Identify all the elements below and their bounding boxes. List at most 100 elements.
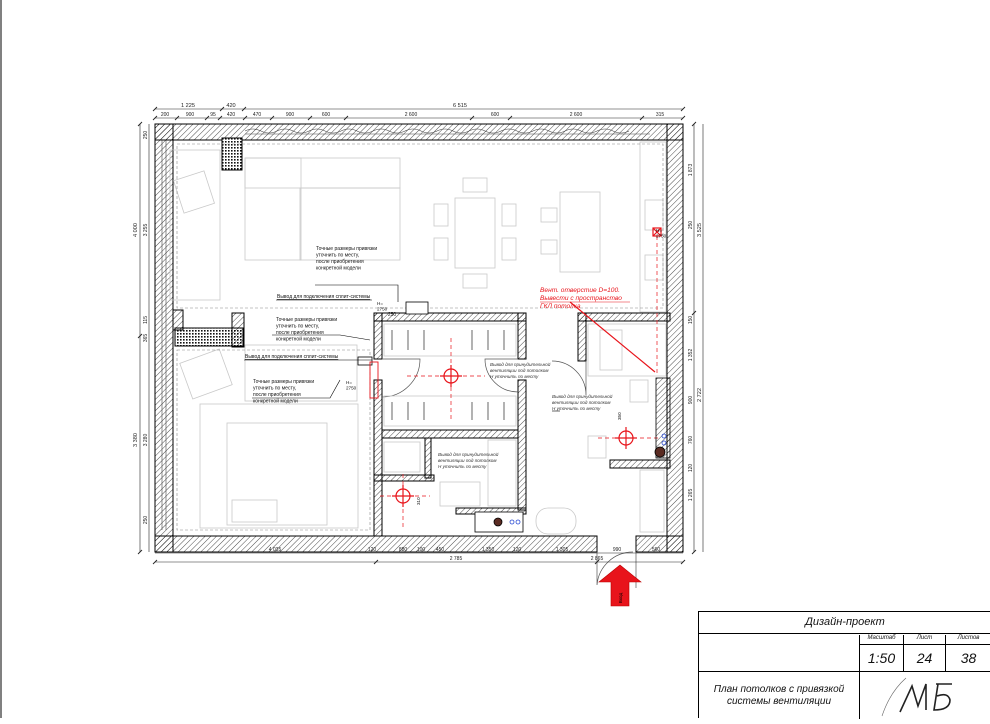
dim-top-outer: 420 — [226, 103, 235, 109]
dim-left-outer: 3 380 — [133, 433, 139, 447]
note-exact-3: уточнить по месту, — [253, 386, 296, 392]
h-tag-3: 2750 — [656, 234, 667, 239]
furniture — [169, 141, 667, 535]
stamp-sheet-label: Лист — [903, 635, 945, 646]
vent-pipe-kitchen — [569, 227, 662, 376]
wardrobe-ticks — [391, 330, 505, 420]
h-tag-2: 2750 — [346, 386, 357, 391]
dim-right-inner: 760 — [688, 436, 694, 445]
dim-right-inner: 150 — [688, 316, 694, 325]
stamp-row-values: 1:50 24 38 — [699, 645, 990, 672]
vent-point-bath — [598, 427, 660, 449]
dim-right-inner: 1 352 — [688, 349, 694, 362]
split-label-1: Вывод для подключения сплит-системы — [277, 294, 371, 300]
dim-left-inner: 115 — [143, 316, 149, 324]
stamp-project: Дизайн-проект — [805, 616, 885, 628]
dim-right-inner: 900 — [688, 396, 694, 405]
dim-right-outer: 3 525 — [697, 223, 703, 237]
dim-top-inner: 600 — [322, 112, 331, 118]
dim-top-inner: 95 — [210, 112, 216, 118]
dim-top-inner: 900 — [286, 112, 295, 118]
forced-vent-2: Вывод для принудительной — [552, 393, 613, 399]
vent-points — [380, 227, 662, 528]
note-exact-2: после приобретения — [276, 330, 324, 336]
windows — [161, 128, 650, 530]
vent-red-label: ГКЛ потолка — [540, 303, 581, 310]
note-exact-1: после приобретения — [316, 259, 364, 265]
stamp-sheets: 38 — [945, 645, 990, 672]
dim-left-outer: 4 000 — [133, 223, 139, 237]
vent-point-hall — [407, 338, 485, 420]
stamp-title: План потолков с привязкой системы вентил… — [699, 684, 859, 708]
dim-top-inner: 420 — [227, 112, 236, 118]
dim-bottom-inner: 120 — [368, 547, 377, 553]
vent-red-label: Вент. отверстие D=100. — [540, 287, 620, 294]
dim-right-inner: 250 — [688, 221, 694, 230]
dim-bottom-inner: 450 — [436, 547, 445, 553]
dim-top-outer: 1 225 — [181, 103, 195, 109]
note-exact-1: Точные размеры привязки — [316, 246, 377, 252]
forced-vent-1: Вывод для принудительной — [490, 361, 551, 367]
stamp-title-line-2: системы вентиляции — [726, 696, 832, 707]
note-exact-2: Точные размеры привязки — [276, 317, 337, 323]
stamp-signature — [859, 672, 990, 719]
dimension-lines — [137, 106, 704, 565]
stamp-row-headers: Масштаб Лист Листов — [859, 634, 990, 646]
h-tag-2: Н= — [346, 380, 352, 385]
dim-bottom-inner: 560 — [652, 547, 661, 553]
forced-vent-1: Н уточнить по месту — [490, 374, 539, 379]
signature-logo-icon — [881, 677, 952, 717]
stamp-title-line-1: План потолков с привязкой — [713, 684, 845, 695]
vent-point-wc — [380, 474, 430, 528]
dim-bottom-inner: 100 — [417, 547, 426, 553]
note-exact-1: уточнить по месту, — [316, 253, 359, 259]
leader-lines — [244, 284, 630, 412]
dim-top-outer: 6 515 — [453, 103, 467, 109]
forced-vent-3: Вывод для принудительной — [438, 451, 499, 457]
note-exact-2: конкретной модели — [276, 336, 321, 343]
forced-vent-3: вентиляции под потолком — [438, 458, 497, 463]
interior-walls — [172, 309, 671, 537]
dim-top-inner: 600 — [491, 112, 500, 118]
dim-bottom-inner: 120 — [513, 547, 522, 553]
dim-top-inner: 2 600 — [570, 112, 583, 118]
h-tag-1: 2750 — [377, 307, 388, 312]
dim-bottom-inner: 1 305 — [556, 547, 569, 553]
dim-right-outer: 2 722 — [697, 388, 703, 402]
dim-top-inner: 315 — [656, 112, 665, 118]
stamp-scale-label: Масштаб — [859, 635, 903, 646]
dim-top-inner: 200 — [161, 112, 170, 118]
dim-bottom-outer: 2 865 — [591, 556, 604, 562]
dim-left-inner: 3 255 — [143, 224, 149, 237]
split-label-2: Вывод для подключения сплит-системы — [245, 354, 339, 360]
stamp-row-project: Дизайн-проект — [699, 612, 990, 634]
stamp-sheet: 24 — [903, 645, 945, 672]
dim-bottom-outer: 2 785 — [450, 556, 463, 562]
note-exact-2: уточнить по месту, — [276, 324, 319, 330]
dim-left-inner: 250 — [143, 516, 149, 525]
title-block: Дизайн-проект Масштаб Лист Листов 1:50 2… — [698, 611, 990, 719]
note-exact-3: Точные размеры привязки — [253, 379, 314, 385]
dim-right-inner: 1 265 — [688, 489, 694, 502]
dim-top-inner: 900 — [186, 112, 195, 118]
dim-bottom-inner: 990 — [613, 547, 622, 553]
dim-left-inner: 250 — [143, 131, 149, 140]
stamp-sheets-label: Листов — [945, 635, 990, 646]
dim-310: 310 — [416, 497, 421, 505]
column-top — [221, 137, 243, 171]
forced-vent-1: вентиляции под потолком — [490, 368, 549, 373]
note-exact-3: после приобретения — [253, 392, 301, 398]
dim-bottom-inner: 1 350 — [482, 547, 495, 553]
h-tag-1: Н= — [377, 301, 383, 306]
stamp-scale: 1:50 — [859, 645, 903, 672]
forced-vent-2: вентиляции под потолком — [552, 400, 611, 405]
dim-top-250: 250 — [388, 312, 397, 318]
entry-arrow-label: Вход — [618, 592, 623, 603]
entry-arrow — [598, 564, 642, 607]
dim-top-inner: 2 600 — [405, 112, 418, 118]
dim-left-inner: 365 — [143, 334, 149, 343]
